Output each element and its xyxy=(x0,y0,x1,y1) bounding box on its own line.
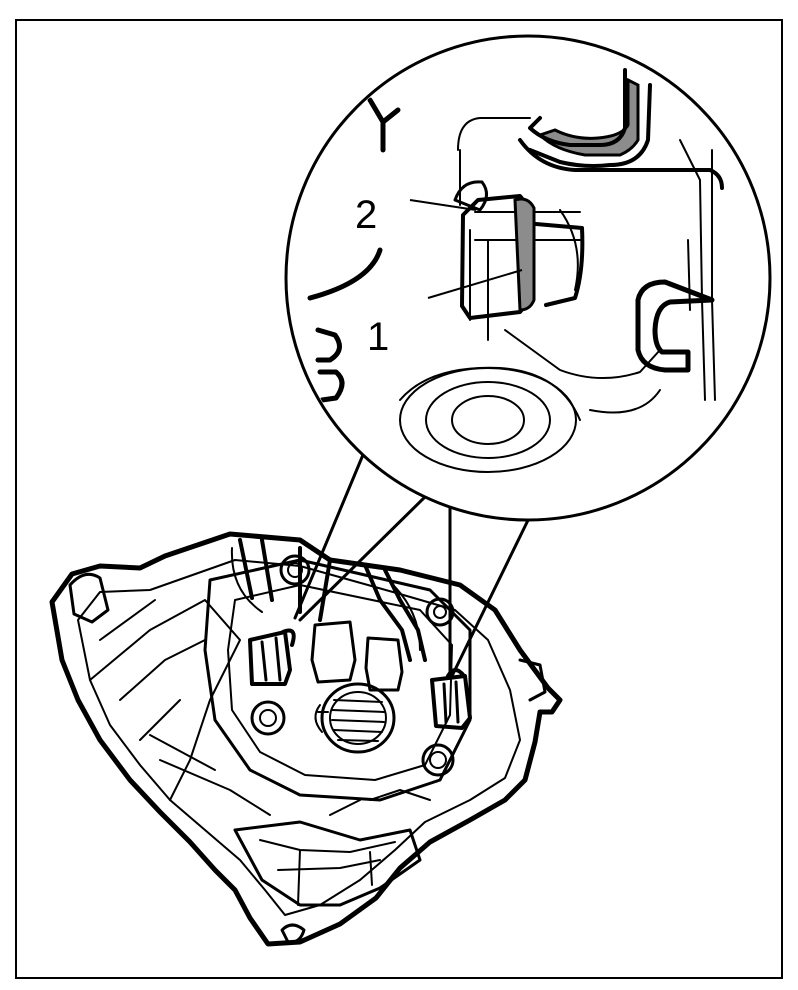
reflector-left-inner xyxy=(99,599,206,741)
lamp-housing-assembly xyxy=(49,531,563,947)
clip-1-highlight xyxy=(513,197,536,312)
lower-bracket xyxy=(233,820,422,907)
bulb-holder-plate-inner xyxy=(227,584,453,781)
wire-harness xyxy=(238,538,427,662)
bulb-socket xyxy=(314,682,396,754)
wire-harness-thin xyxy=(230,547,421,651)
edge-fragment-1 xyxy=(367,97,401,153)
reflector-left-facet xyxy=(89,599,241,801)
connector-left xyxy=(310,620,357,684)
connector-right xyxy=(364,636,404,692)
callout-number-2: 2 xyxy=(355,193,377,237)
callout-number-1: 1 xyxy=(367,315,389,359)
magnifier-pointer xyxy=(293,448,534,680)
boss-arc xyxy=(399,366,581,421)
lower-diagonal-ribs xyxy=(149,734,431,816)
detail-magnifier: 1 2 xyxy=(284,34,772,680)
screw-hole-left xyxy=(250,700,286,736)
clip-assembly-left xyxy=(248,628,296,686)
wire-gray-outline xyxy=(518,68,724,190)
clip-1 xyxy=(460,194,585,320)
screw-hole-bottom xyxy=(421,743,455,777)
leader-line-1 xyxy=(427,269,523,299)
boss-inner xyxy=(451,395,525,445)
retaining-hook xyxy=(635,279,715,373)
screw-hole-right-inner xyxy=(433,605,447,619)
clip-2 xyxy=(453,180,488,212)
housing-outline xyxy=(49,531,563,947)
screw-hole-left-inner xyxy=(259,709,277,727)
screw-hole-top xyxy=(279,554,311,586)
mount-tab-left xyxy=(68,572,110,624)
edge-fragment-3 xyxy=(315,327,345,403)
edge-fragment-2 xyxy=(307,247,383,301)
leader-line-2 xyxy=(409,199,477,211)
boss-middle xyxy=(425,381,551,459)
screw-hole-right xyxy=(425,597,455,627)
bulb-holder-plate xyxy=(203,558,472,802)
screw-hole-bottom-inner xyxy=(429,751,447,769)
lower-bracket-detail xyxy=(259,839,396,906)
lower-tab xyxy=(280,923,306,944)
side-tab-right xyxy=(518,658,547,702)
